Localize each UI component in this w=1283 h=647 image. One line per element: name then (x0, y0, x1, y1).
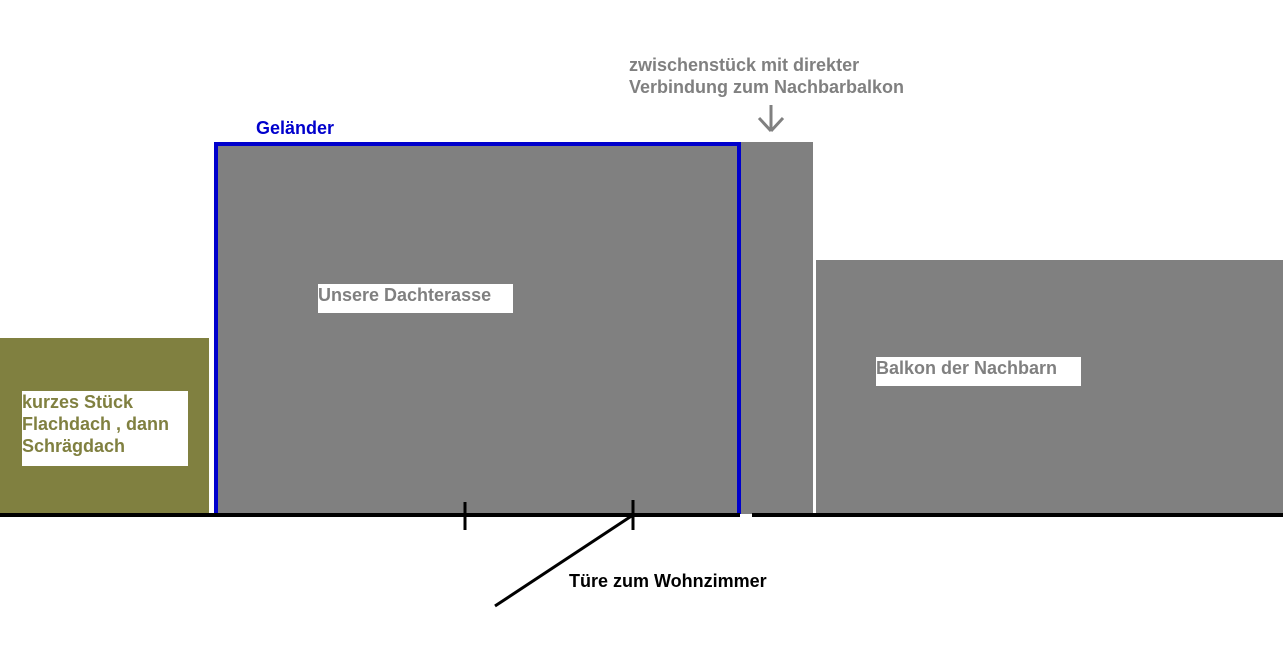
dachterasse-label-text: Unsere Dachterasse (318, 285, 492, 305)
zwischenstueck-label-line-1: zwischenstück mit direkter (629, 55, 860, 75)
down-arrow-icon (757, 105, 785, 133)
dachterasse-area (216, 144, 738, 514)
flachdach-label-line-1: kurzes Stück (22, 392, 134, 412)
nachbar-balkon-area (816, 260, 1283, 514)
flachdach-label: kurzes Stück Flachdach , dann Schrägdach (22, 391, 188, 466)
flachdach-label-line-2: Flachdach , dann (22, 414, 170, 434)
zwischenstueck-label: zwischenstück mit direkter Verbindung zu… (629, 54, 904, 98)
zwischenstueck-label-line-2: Verbindung zum Nachbarbalkon (629, 77, 905, 97)
zwischenstueck-area (738, 142, 813, 514)
flachdach-label-line-3: Schrägdach (22, 436, 126, 456)
door-swing-line (494, 513, 634, 608)
gelaender-line (214, 142, 741, 514)
tuere-label: Türe zum Wohnzimmer (569, 571, 767, 591)
nachbarn-label: Balkon der Nachbarn (876, 357, 1081, 386)
dachterasse-label: Unsere Dachterasse (318, 284, 513, 313)
gelaender-label: Geländer (256, 118, 335, 138)
nachbarn-label-text: Balkon der Nachbarn (876, 358, 1058, 378)
